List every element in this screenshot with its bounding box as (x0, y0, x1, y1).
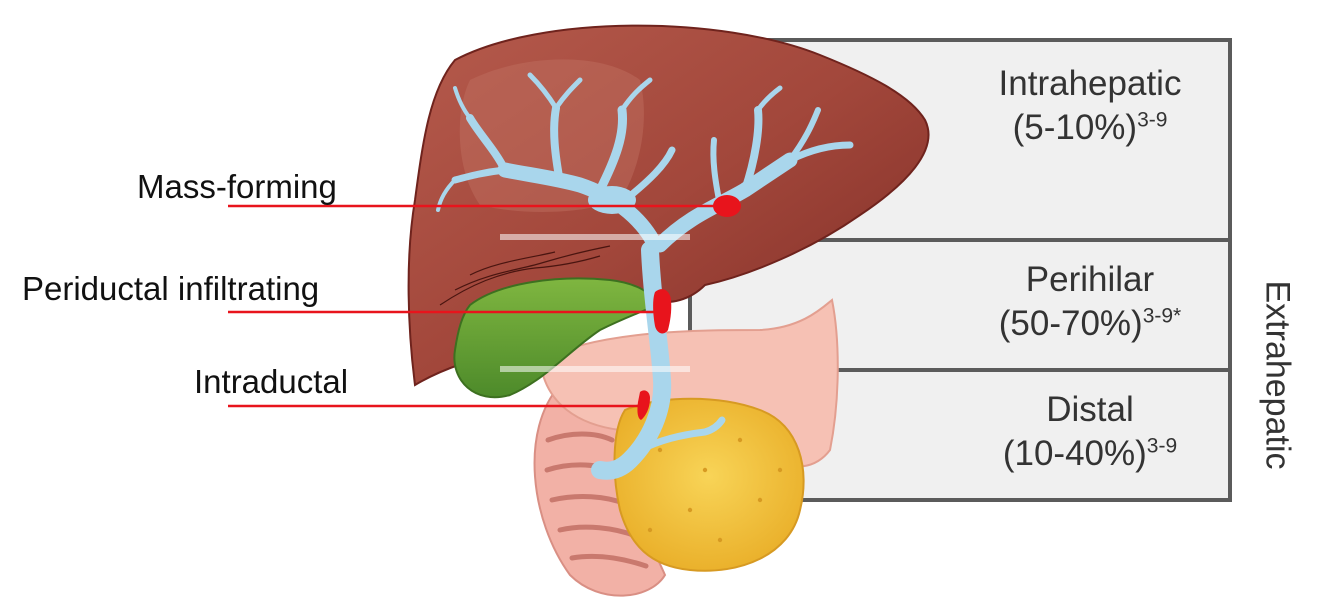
mass-forming-lesion (713, 195, 741, 217)
distal-text: Distal (10-40%)3-9 (950, 388, 1230, 476)
label-intraductal: Intraductal (194, 365, 348, 398)
perihilar-name: Perihilar (950, 258, 1230, 302)
intrahepatic-text: Intrahepatic (5-10%)3-9 (950, 62, 1230, 150)
perihilar-ref: 3-9* (1143, 304, 1182, 327)
perihilar-pct: (50-70%)3-9* (950, 302, 1230, 346)
extrahepatic-label: Extrahepatic (1258, 281, 1297, 470)
intrahepatic-pct-value: (5-10%) (1013, 108, 1137, 147)
perihilar-text: Perihilar (50-70%)3-9* (950, 258, 1230, 346)
periductal-lesion (653, 289, 671, 333)
pancreas (615, 399, 804, 571)
distal-name: Distal (950, 388, 1230, 432)
band-line-perihilar (500, 234, 690, 240)
intrahepatic-ref: 3-9 (1137, 108, 1167, 131)
label-periductal-infiltrating: Periductal infiltrating (22, 272, 319, 305)
intrahepatic-pct: (5-10%)3-9 (950, 106, 1230, 150)
label-mass-forming: Mass-forming (137, 170, 337, 203)
perihilar-pct-value: (50-70%) (999, 304, 1143, 343)
extrahepatic-label-wrap: Extrahepatic (1237, 250, 1317, 500)
distal-pct-value: (10-40%) (1003, 434, 1147, 473)
duct-bulge (588, 186, 636, 214)
distal-ref: 3-9 (1147, 434, 1177, 457)
distal-pct: (10-40%)3-9 (950, 432, 1230, 476)
band-line-distal (500, 366, 690, 372)
intrahepatic-name: Intrahepatic (950, 62, 1230, 106)
